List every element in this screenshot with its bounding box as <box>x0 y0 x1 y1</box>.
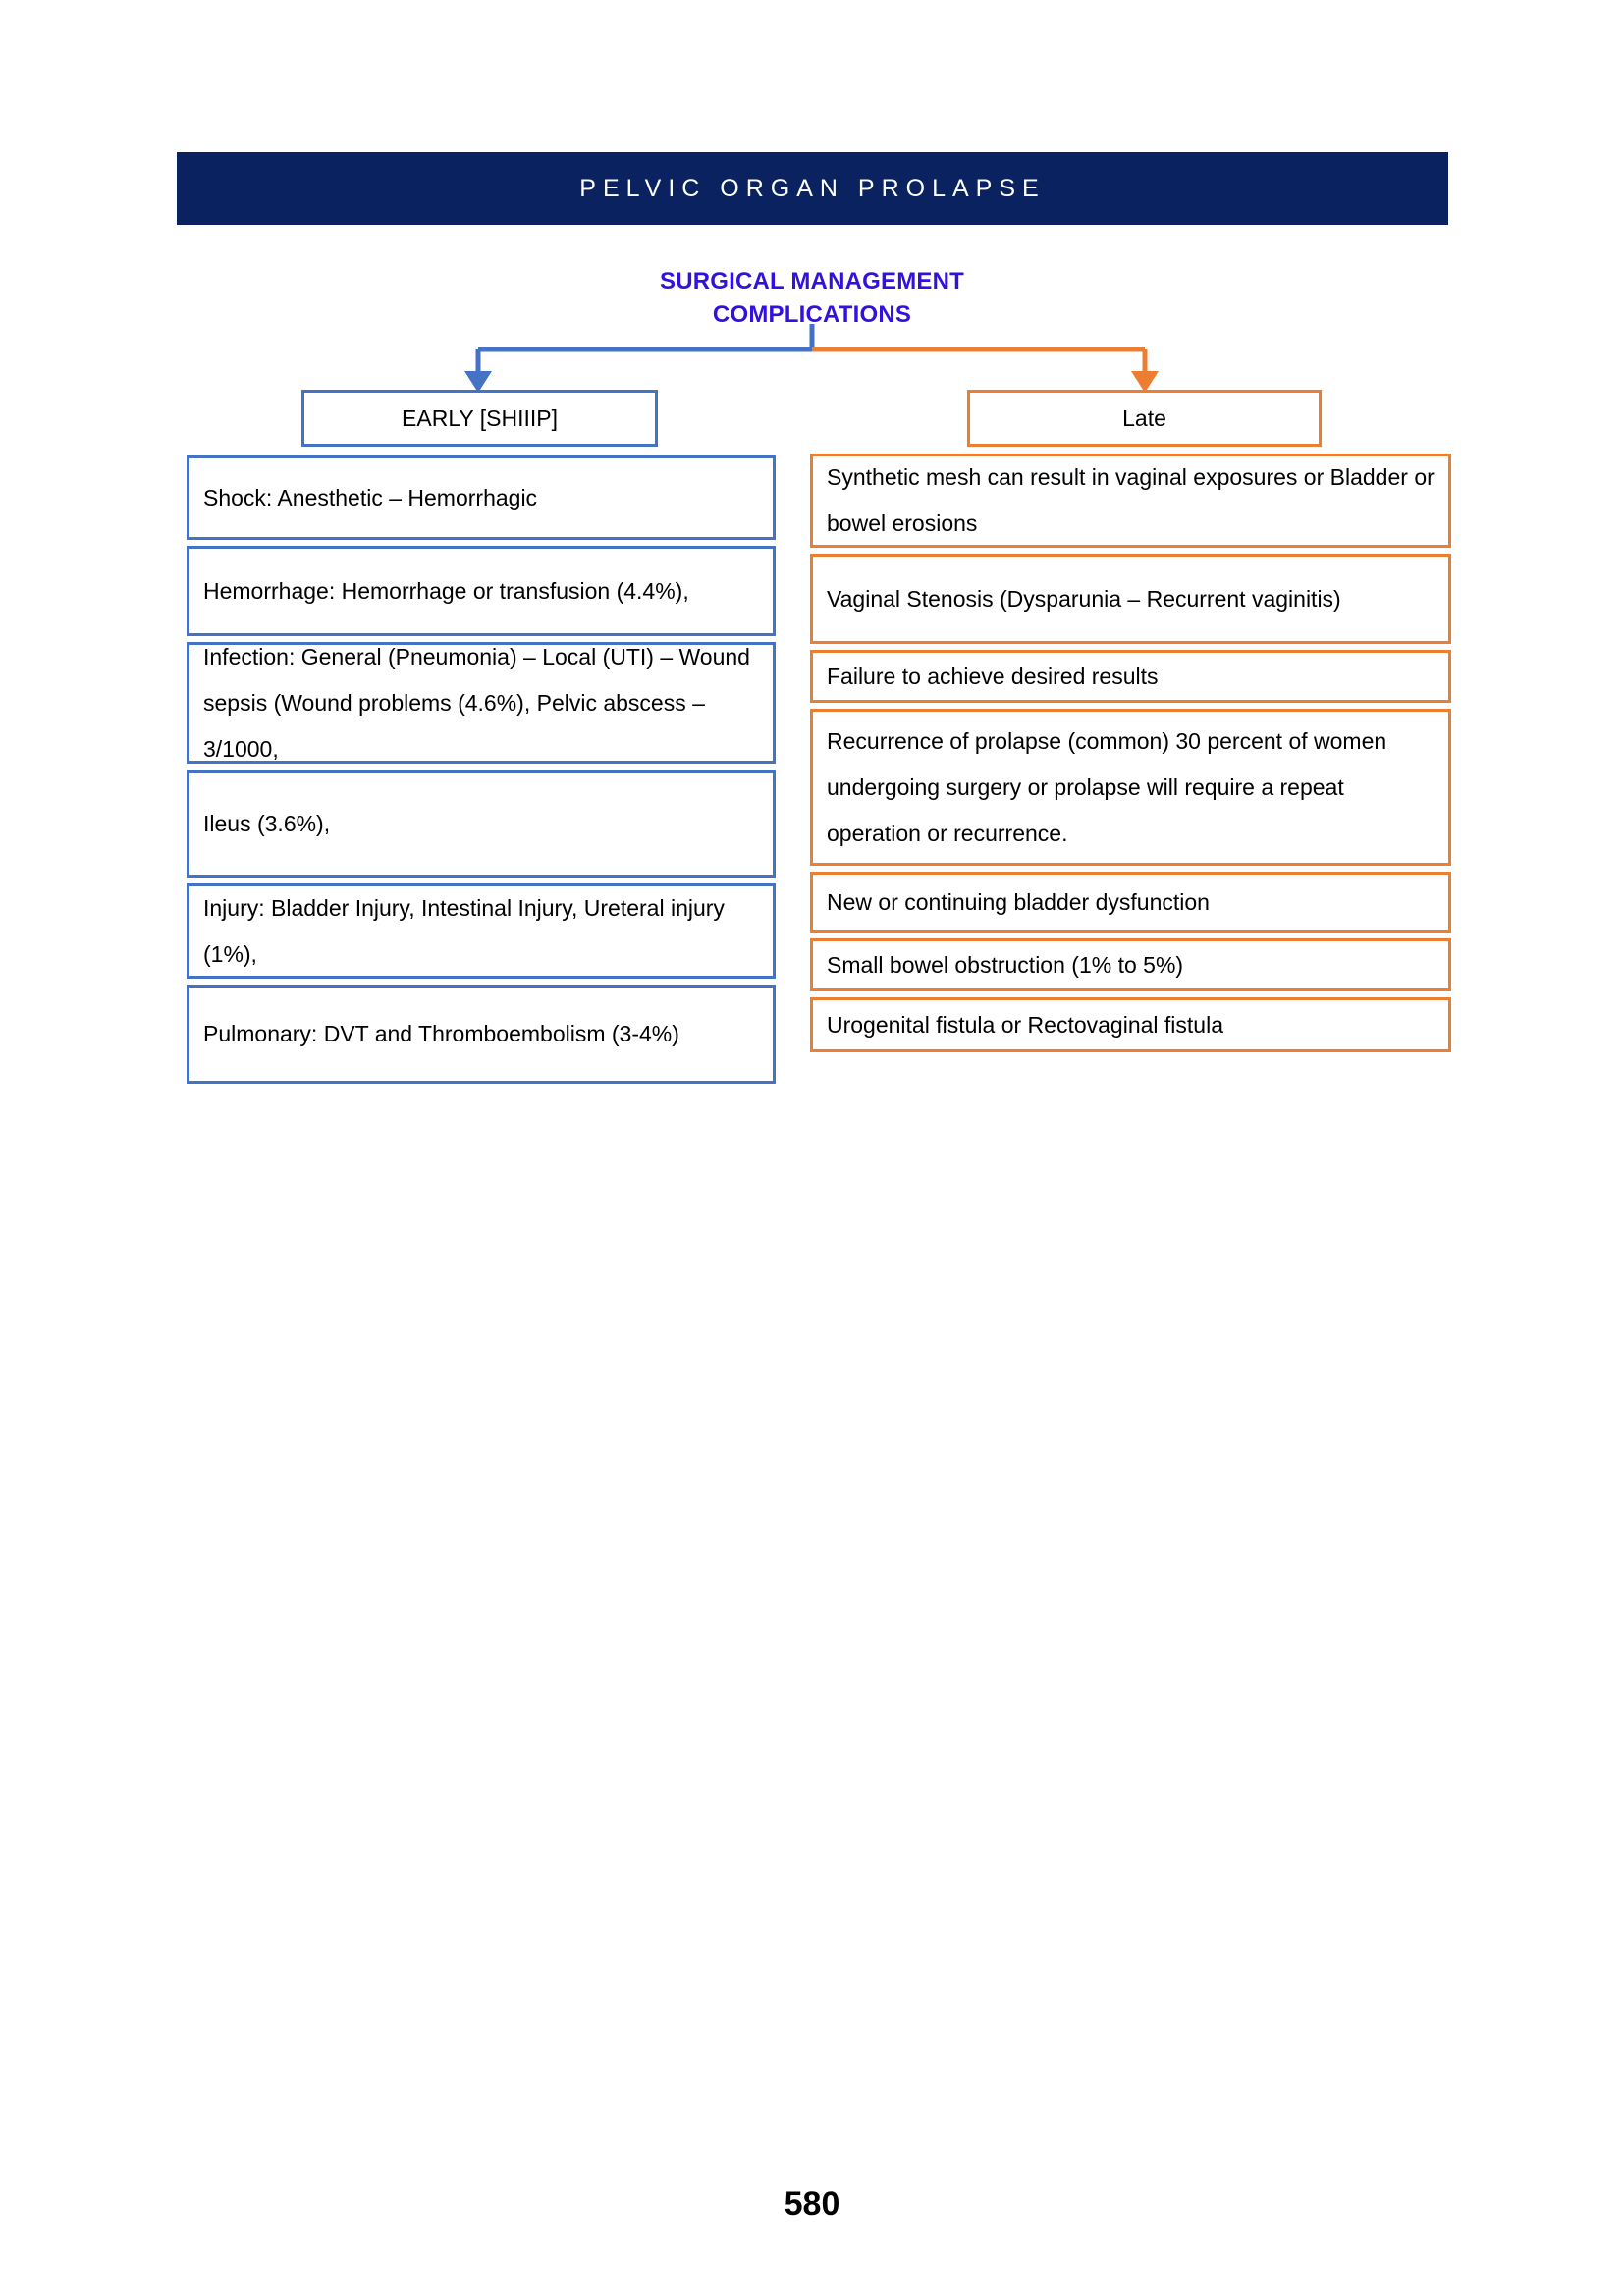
chart-heading-line-1: SURGICAL MANAGEMENT <box>659 268 965 294</box>
node-late-label: Late <box>1122 404 1166 431</box>
late-complication-box: Vaginal Stenosis (Dysparunia – Recurrent… <box>810 554 1451 644</box>
late-complication-box: New or continuing bladder dysfunction <box>810 872 1451 933</box>
node-early-label: EARLY [SHIIIP] <box>402 404 558 431</box>
late-complication-box: Recurrence of prolapse (common) 30 perce… <box>810 709 1451 866</box>
early-complication-box: Injury: Bladder Injury, Intestinal Injur… <box>187 883 776 979</box>
page-number: 580 <box>784 2185 840 2222</box>
late-complication-text: Vaginal Stenosis (Dysparunia – Recurrent… <box>827 585 1341 612</box>
early-complication-text: Hemorrhage: Hemorrhage or transfusion (4… <box>203 577 689 604</box>
late-complication-box: Synthetic mesh can result in vaginal exp… <box>810 454 1451 548</box>
late-complication-box: Failure to achieve desired results <box>810 650 1451 703</box>
early-complication-text: Shock: Anesthetic – Hemorrhagic <box>203 484 538 510</box>
late-complication-text: Urogenital fistula or Rectovaginal fistu… <box>827 1011 1223 1038</box>
early-complication-text: Injury: Bladder Injury, Intestinal Injur… <box>203 894 725 967</box>
chart-heading-line-2: COMPLICATIONS <box>712 301 912 328</box>
node-early: EARLY [SHIIIP] <box>301 390 658 447</box>
early-complication-text: Infection: General (Pneumonia) – Local (… <box>203 643 750 762</box>
early-complication-box: Pulmonary: DVT and Thromboembolism (3-4%… <box>187 985 776 1084</box>
early-complication-box: Ileus (3.6%), <box>187 770 776 878</box>
late-complication-text: Synthetic mesh can result in vaginal exp… <box>827 464 1435 536</box>
early-complication-box: Infection: General (Pneumonia) – Local (… <box>187 642 776 764</box>
late-complication-text: Failure to achieve desired results <box>827 663 1159 689</box>
late-complication-text: Small bowel obstruction (1% to 5%) <box>827 951 1184 978</box>
late-complication-text: Recurrence of prolapse (common) 30 perce… <box>827 727 1387 846</box>
late-complications-column: Synthetic mesh can result in vaginal exp… <box>810 454 1451 1058</box>
late-complication-box: Small bowel obstruction (1% to 5%) <box>810 938 1451 991</box>
early-complication-box: Hemorrhage: Hemorrhage or transfusion (4… <box>187 546 776 636</box>
early-complication-text: Ileus (3.6%), <box>203 810 331 836</box>
page-title: PELVIC ORGAN PROLAPSE <box>579 174 1046 202</box>
page-header-banner: PELVIC ORGAN PROLAPSE <box>177 152 1448 225</box>
chart-heading: SURGICAL MANAGEMENT COMPLICATIONS <box>0 265 1624 332</box>
node-late: Late <box>967 390 1322 447</box>
early-complication-text: Pulmonary: DVT and Thromboembolism (3-4%… <box>203 1021 679 1046</box>
late-complication-box: Urogenital fistula or Rectovaginal fistu… <box>810 997 1451 1052</box>
late-complication-text: New or continuing bladder dysfunction <box>827 888 1210 915</box>
early-complication-box: Shock: Anesthetic – Hemorrhagic <box>187 455 776 540</box>
